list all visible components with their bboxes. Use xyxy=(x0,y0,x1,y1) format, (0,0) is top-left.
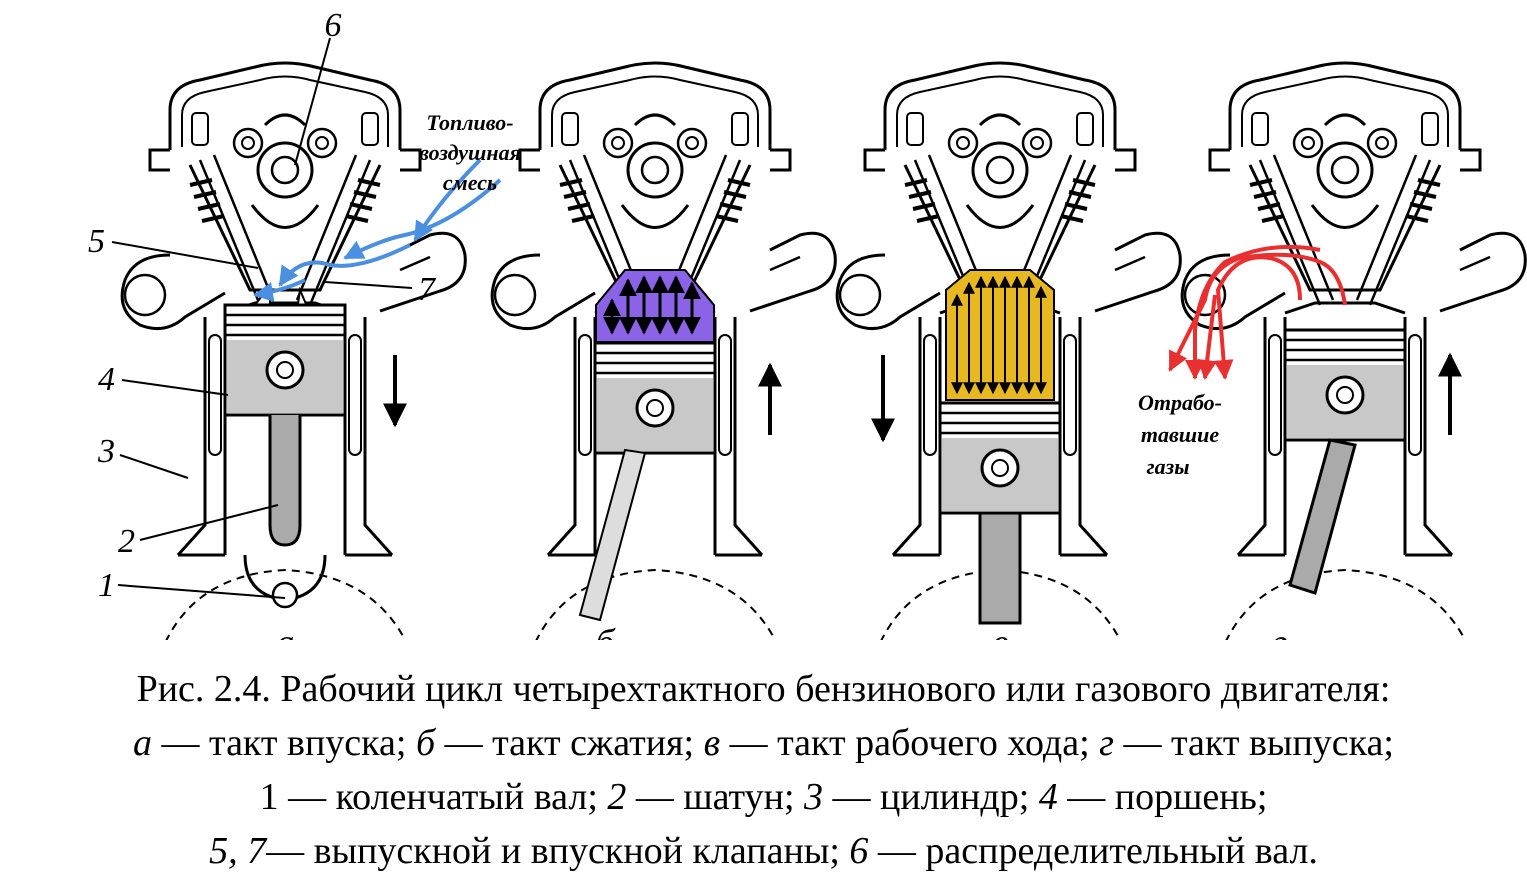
svg-text:газы: газы xyxy=(1147,454,1190,479)
part-label-7: 7 xyxy=(418,271,437,308)
part-label-1: 1 xyxy=(98,567,115,604)
part-label-5: 5 xyxy=(88,223,105,260)
figure-caption: Рис. 2.4. Рабочий цикл четырехтактного б… xyxy=(0,662,1527,878)
fuel-mix-note: Топливо- воздушная смесь xyxy=(419,110,521,195)
panel-letter-a: а xyxy=(276,622,295,640)
panel-b-compression xyxy=(490,61,838,640)
panel-letter-b: б xyxy=(595,622,616,640)
part-label-4: 4 xyxy=(98,361,115,398)
svg-text:тавшие: тавшие xyxy=(1141,422,1220,447)
svg-text:Топливо-: Топливо- xyxy=(426,110,513,135)
part-label-3: 3 xyxy=(97,433,115,470)
leader-lines xyxy=(111,37,413,599)
svg-text:смесь: смесь xyxy=(443,170,497,195)
intake-flow-arrows xyxy=(253,158,502,302)
panel-a-intake xyxy=(120,61,468,640)
exhaust-flow-arrows xyxy=(1168,244,1347,380)
caption-line-2: а — такт впуска; б — такт сжатия; в — та… xyxy=(133,722,1394,764)
part-labels: 6 5 7 4 3 2 1 xyxy=(88,7,437,604)
panel-letters: а б в г xyxy=(276,622,1288,640)
engine-cycle-diagram: 6 5 7 4 3 2 1 Топливо- воздушная смесь О… xyxy=(88,7,1527,640)
caption-line-1: Рис. 2.4. Рабочий цикл четырехтактного б… xyxy=(136,668,1391,710)
panel-letter-v: в xyxy=(992,622,1009,640)
caption-line-4: 5, 7— выпускной и впускной клапаны; 6 — … xyxy=(209,830,1318,872)
panel-d-exhaust xyxy=(1180,61,1527,640)
svg-text:воздушная: воздушная xyxy=(419,140,521,165)
exhaust-gas-note: Отрабо- тавшие газы xyxy=(1138,390,1222,479)
part-label-2: 2 xyxy=(118,523,135,560)
panel-c-power xyxy=(835,61,1183,640)
panel-letter-g: г xyxy=(1273,622,1288,640)
svg-text:Отрабо-: Отрабо- xyxy=(1138,390,1222,415)
caption-line-3: 1 — коленчатый вал; 2 — шатун; 3 — цилин… xyxy=(259,776,1268,818)
part-label-6: 6 xyxy=(325,7,342,44)
